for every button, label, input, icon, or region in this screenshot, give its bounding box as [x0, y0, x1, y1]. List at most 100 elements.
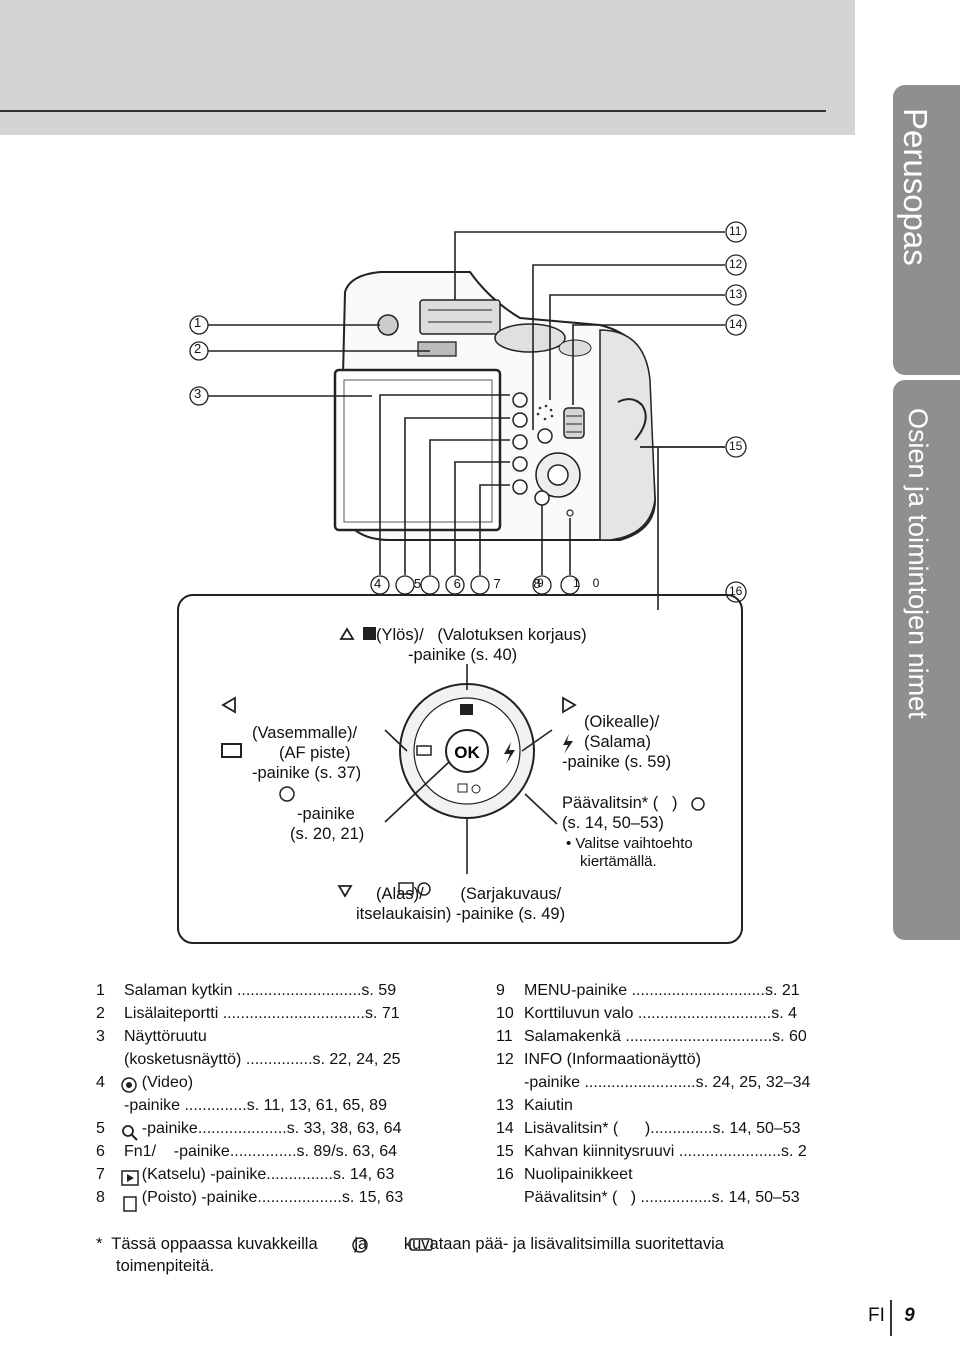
callout-number-13: 13 [729, 287, 743, 301]
footnote-dial-icons [352, 1237, 433, 1253]
list-item: -painike .........................s. 24,… [524, 1074, 811, 1091]
main-dial-desc-line1: Päävalitsin* ( ) [562, 794, 678, 812]
list-left-icons [121, 1077, 139, 1212]
erase-icon [123, 1196, 137, 1212]
sidebar-tab-part-names [893, 380, 960, 940]
main-dial-icon [352, 1237, 368, 1253]
callout-number-2: 2 [194, 341, 202, 356]
main-dial-icon [691, 797, 705, 811]
left-arrow-icon [221, 696, 236, 714]
callout-number-14: 14 [729, 317, 743, 331]
down-sequential-icon [398, 882, 414, 895]
playback-icon [121, 1170, 139, 1186]
page-number-value: 9 [904, 1305, 915, 1326]
ok-button [445, 729, 489, 773]
footnote-line1: * Tässä oppaassa kuvakkeilla ja kuvataan… [96, 1235, 724, 1253]
up-button-desc-line2: -painike (s. 40) [408, 646, 518, 664]
down-self-timer-icon [417, 882, 431, 896]
ok-button-desc-line2: (s. 20, 21) [290, 825, 365, 843]
strap-eyelet [617, 398, 647, 441]
right-flash-icon [563, 734, 573, 754]
main-dial-desc-line3: • Valitse vaihtoehto [566, 835, 693, 852]
list-item: Päävalitsin* ( ) ................s. 14, … [524, 1189, 800, 1206]
sequential-icon [457, 783, 468, 793]
card-access-lamp [566, 509, 574, 517]
callout-number-15: 15 [729, 439, 743, 453]
accessory-port [417, 341, 457, 357]
list-item: (kosketusnäyttö) ...............s. 22, 2… [124, 1051, 401, 1068]
up-button-desc-line1: (Ylös)/ (Valotuksen korjaus) [376, 626, 587, 644]
list-item: 8 (Poisto) -painike...................s.… [96, 1189, 404, 1206]
sub-dial-icon [409, 1238, 433, 1251]
button-info [537, 428, 553, 444]
main-dial-desc-line2: (s. 14, 50–53) [562, 814, 664, 832]
right-button-desc-line3: -painike (s. 59) [562, 753, 672, 771]
self-timer-icon [471, 784, 481, 794]
down-arrow-icon [337, 885, 353, 898]
video-icon [121, 1077, 137, 1093]
page-number-divider [890, 1300, 892, 1336]
top-mode-dial [494, 323, 566, 353]
callout-number-1: 1 [194, 315, 202, 330]
right-arrow-icon [562, 696, 577, 714]
exposure-comp-icon [460, 704, 473, 715]
callout-number-12: 12 [729, 257, 743, 271]
right-button-desc-line2: (Salama) [584, 733, 651, 751]
button-zoom [512, 412, 528, 428]
sidebar-tab-basic-guide [893, 85, 960, 375]
flash-icon [504, 742, 515, 764]
lcd-screen [333, 368, 502, 532]
list-item: 5 -painike....................s. 33, 38,… [96, 1120, 402, 1137]
list-item: 4 (Video) [96, 1074, 194, 1091]
callout-numbers-9-10: 9 10 [537, 576, 613, 590]
top-rule [0, 110, 826, 112]
button-video [512, 392, 528, 408]
arrow-pad-detail: OK [221, 627, 705, 898]
ok-button-desc-line1: -painike [297, 805, 355, 823]
button-playback [512, 456, 528, 472]
speaker-holes [536, 404, 554, 421]
top-header-band [0, 0, 855, 135]
callout-number-3: 3 [194, 386, 202, 401]
page-lang: FI [868, 1305, 885, 1326]
camera-grip [599, 329, 656, 541]
list-item: -painike ..............s. 11, 13, 61, 65… [124, 1097, 387, 1114]
left-button-desc-line1: (Vasemmalle)/ [252, 724, 358, 742]
main-dial-desc-line4: kiertämällä. [580, 853, 657, 870]
magnify-icon [122, 1125, 134, 1137]
flash-switch [377, 314, 399, 336]
callout-number-11: 11 [729, 224, 742, 238]
list-item: 7 (Katselu) -painike...............s. 14… [96, 1166, 395, 1183]
footnote-line2: toimenpiteitä. [116, 1257, 215, 1275]
callout-numbers-4-8: 4 5 6 7 8 [374, 576, 556, 591]
ok-button-label: OK [454, 743, 480, 762]
left-button-desc-line3: -painike (s. 37) [252, 764, 362, 782]
ok-circle-icon [279, 786, 295, 802]
arrow-pad-callout-box [177, 594, 743, 944]
af-point-icon [416, 745, 432, 756]
button-erase [512, 479, 528, 495]
left-af-icon [221, 743, 242, 758]
hot-shoe [419, 299, 501, 335]
up-exposure-icon [363, 627, 376, 640]
sub-dial [563, 407, 585, 439]
right-button-desc-line1: (Oikealle)/ [584, 713, 660, 731]
left-button-desc-line2: (AF piste) [279, 744, 351, 762]
page-number: FI 9 [868, 1305, 915, 1327]
down-button-desc-line1: (Alas)/ (Sarjakuvaus/ [376, 885, 562, 903]
up-arrow-icon [339, 627, 355, 640]
button-fn1 [512, 434, 528, 450]
